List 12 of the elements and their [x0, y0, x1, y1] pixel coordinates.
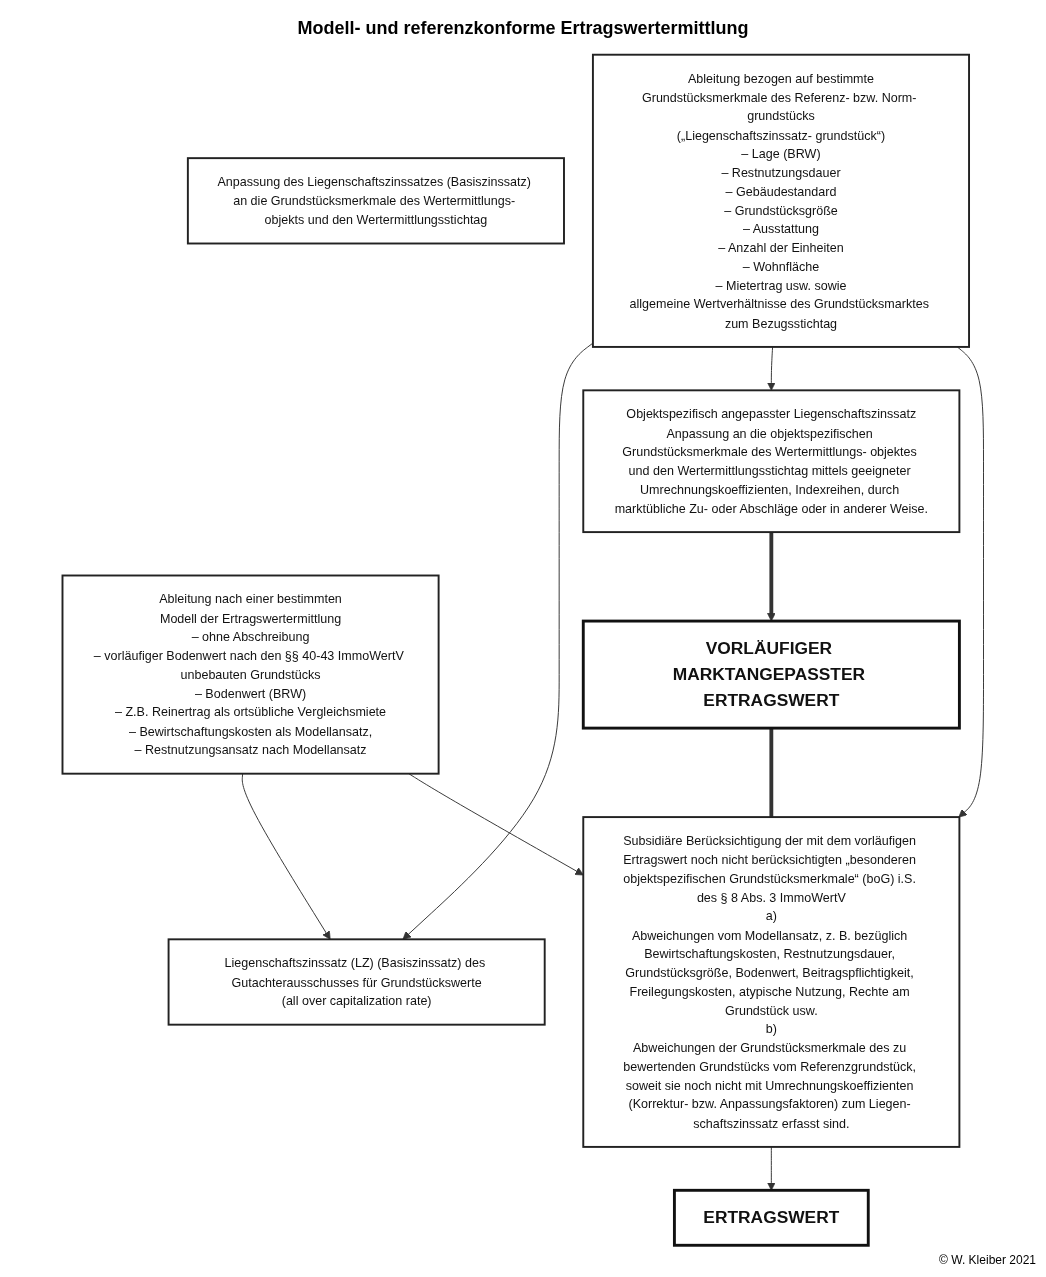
node-box: Liegenschaftszinssatz (LZ) (Basiszinssatz) des Gutachterausschusses für Grundstückswerte (all over capitalization rate)	[167, 938, 546, 1026]
node-box: Ableitung bezogen auf bestimmte Grundstücksmerkmale des Referenz- bzw. Norm- grundstücks („Liegenschaftszinssatz- grundstück“) – Lage (BRW) – Restnutzungsdauer – Gebäudestandard – Grundstücksgröße – Ausstattung – Anzahl der Einheiten – Wohnfläche – Mietertrag usw. sowie allgemeine Wertverhältnisse des Grundstücksmarktes zum Bezugsstichtag	[591, 53, 970, 348]
node-box: VORLÄUFIGER MARKTANGEPASSTER ERTRAGSWERT	[581, 619, 961, 730]
copyright-note: © W. Kleiber 2021	[939, 1253, 1036, 1267]
node-box: Ableitung nach einer bestimmten Modell der Ertragswertermittlung – ohne Abschreibung – vorläufiger Bodenwert nach den §§ 40-43 ImmoWertV unbebauten Grundstücks – Bodenwert (BRW) – Z.B. Reinertrag als ortsübliche Vergleichsmiete – Bewirtschaftungskosten als Modellansatz, – Restnutzungsansatz nach Modellansatz	[61, 574, 440, 775]
arrow	[767, 532, 776, 622]
node-box: Subsidiäre Berücksichtigung der mit dem vorläufigen Ertragswert noch nicht berücksichtigten „besonderen objektspezifischen Grundstücksmerkmale“ (boG) i.S. des § 8 Abs. 3 ImmoWertV a) Abweichungen vom Modellansatz, z. B. bezüglich Bewirtschaftungskosten, Restnutzungsdauer, Grundstücksgröße, Bodenwert, Beitragspflichtigkeit, Freilegungskosten, atypische Nutzung, Rechte am Grundstück usw. b) Abweichungen der Grundstücksmerkmale des zu bewertenden Grundstücks vom Referenzgrundstück, soweit sie noch nicht mit Umrechnungskoeffizienten (Korrektur- bzw. Anpassungsfaktoren) zum Liegen- schaftszinssatz erfasst sind.	[582, 816, 961, 1148]
diagram-title: Modell- und referenzkonforme Ertragswertermittlung	[297, 18, 749, 39]
node-box: ERTRAGSWERT	[672, 1188, 870, 1247]
node-box: Anpassung des Liegenschaftszinssatzes (Basiszinssatz) an die Grundstücksmerkmale des Wertermittlungs- objekts und den Wertermittlungsstichtag	[186, 157, 565, 245]
node-box: Objektspezifisch angepasster Liegenschaftszinssatz Anpassung an die objektspezifischen Grundstücksmerkmale des Wertermittlungs- objektes und den Wertermittlungsstichtag mittels geeigneter Umrechnungskoeffizienten, Indexreihen, durch marktübliche Zu- oder Abschläge oder in anderer Weise.	[582, 389, 961, 534]
connector	[769, 728, 774, 818]
